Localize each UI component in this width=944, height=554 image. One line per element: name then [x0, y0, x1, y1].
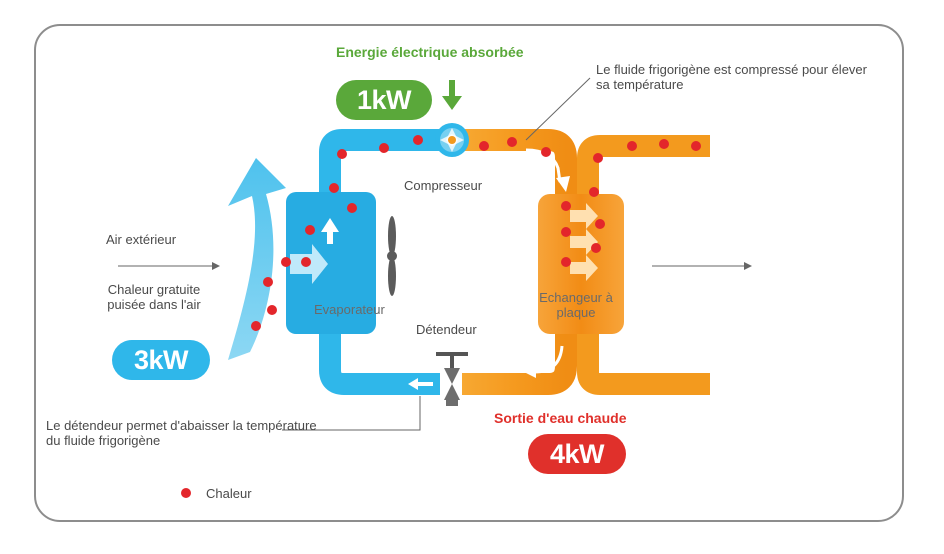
compressor-icon: [435, 123, 469, 157]
compressor-note: Le fluide frigorigène est compressé pour…: [596, 62, 867, 92]
power-in-badge: 1kW: [336, 80, 432, 120]
free-heat-label: Chaleur gratuite puisée dans l'air: [107, 282, 201, 312]
exchanger-arrows: [570, 203, 598, 281]
exchanger-label: Echangeur à plaque: [539, 290, 613, 320]
compressor-label: Compresseur: [404, 178, 483, 193]
hot-water-out-title: Sortie d'eau chaude: [494, 410, 627, 426]
valve-icon: [436, 352, 468, 406]
energy-title: Energie électrique absorbée: [336, 44, 524, 60]
power-out-badge: 4kW: [528, 434, 626, 474]
valve-note: Le détendeur permet d'abaisser la tempér…: [46, 418, 317, 448]
flow-up-arrow: [321, 218, 339, 244]
power-air-badge: 3kW: [112, 340, 210, 380]
leader-lines: [118, 77, 744, 431]
outdoor-air-label: Air extérieur: [106, 232, 177, 247]
valve-flow-arrow: [408, 378, 418, 390]
evaporator-label: Evaporateur: [314, 302, 385, 317]
expansion-valve-label: Détendeur: [416, 322, 477, 337]
air-intake-arrow: [228, 158, 286, 360]
arrow-down-icon: [442, 80, 462, 110]
legend-heat-label: Chaleur: [206, 486, 252, 501]
heat-dots: [181, 135, 701, 498]
fan-icon: [387, 216, 397, 296]
cold-circuit: [319, 129, 440, 395]
hot-circuit: [462, 129, 577, 395]
diagram-frame: [34, 24, 904, 522]
